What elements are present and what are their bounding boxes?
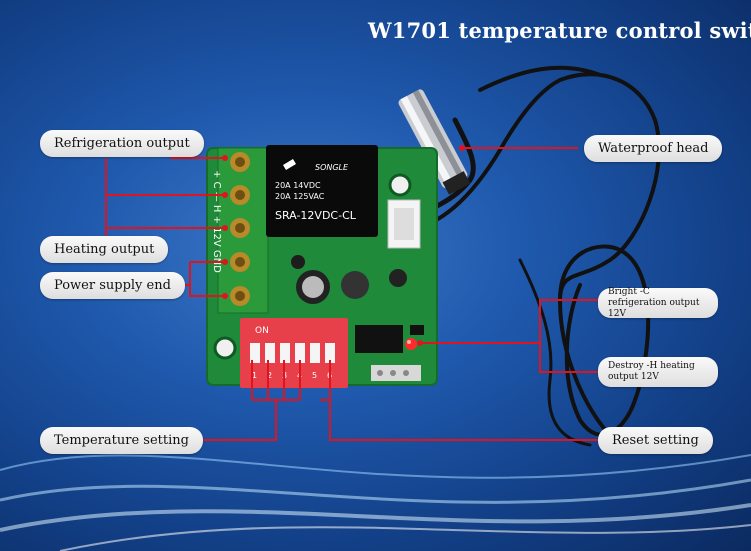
label-destroy-h: Destroy -H heating output 12V bbox=[598, 357, 718, 387]
dip-number: 2 bbox=[267, 371, 272, 380]
sensor-probe bbox=[398, 89, 471, 195]
components bbox=[291, 255, 424, 381]
label-reset-setting: Reset setting bbox=[598, 427, 713, 454]
label-temperature-setting: Temperature setting bbox=[40, 427, 203, 454]
label-bright-c: Bright -C refrigeration output 12V bbox=[598, 287, 718, 319]
relay bbox=[266, 145, 378, 237]
label-power-supply-end: Power supply end bbox=[40, 272, 185, 299]
leader-dots bbox=[222, 145, 465, 346]
terminal-block bbox=[217, 147, 269, 314]
relay-brand: SONGLE bbox=[315, 163, 349, 172]
dip-number: 5 bbox=[312, 371, 317, 380]
relay-rating-2: 20A 125VAC bbox=[275, 192, 325, 201]
background-waves bbox=[0, 454, 751, 551]
relay-rating-1: 20A 14VDC bbox=[275, 181, 321, 190]
label-heating-output: Heating output bbox=[40, 236, 169, 263]
status-led bbox=[405, 338, 417, 350]
page-title: W1701 temperature control switch bbox=[368, 18, 751, 43]
sensor-cable bbox=[402, 65, 661, 447]
relay-logo bbox=[283, 159, 296, 170]
label-waterproof-head: Waterproof head bbox=[584, 135, 723, 162]
leader-led bbox=[420, 299, 598, 373]
relay-model: SRA-12VDC-CL bbox=[275, 209, 357, 222]
dip-on-label: ON bbox=[255, 326, 269, 336]
leader-reset bbox=[320, 360, 600, 441]
sensor-connector bbox=[387, 199, 421, 249]
leader-temperature bbox=[170, 360, 301, 441]
label-refrigeration-output: Refrigeration output bbox=[40, 130, 204, 157]
terminal-marks: + C — H + 12V GND bbox=[211, 170, 222, 273]
dip-number: 1 bbox=[252, 371, 257, 380]
leader-lines bbox=[105, 147, 600, 441]
